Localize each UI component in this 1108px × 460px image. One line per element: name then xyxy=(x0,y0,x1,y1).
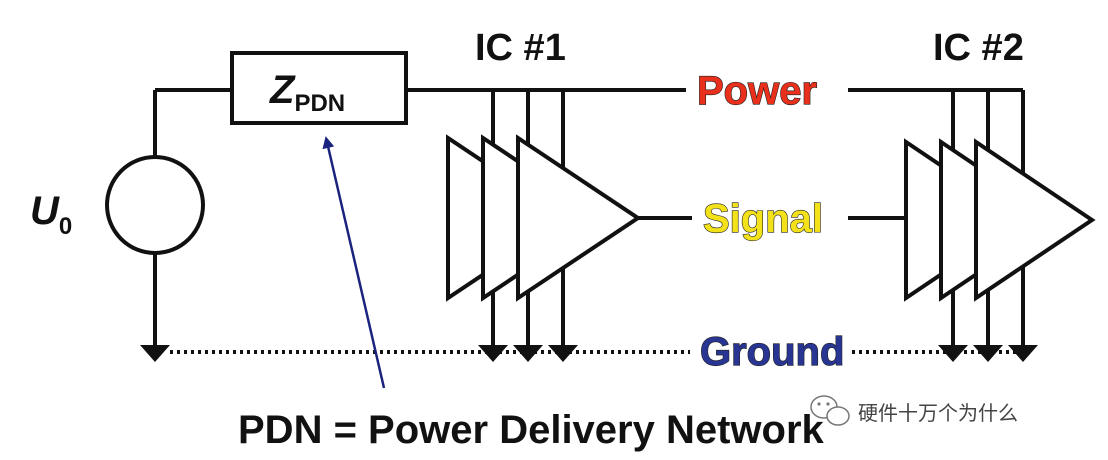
buffer-triangle xyxy=(974,138,1096,302)
ground-symbol xyxy=(938,345,968,362)
impedance-label: ZPDN xyxy=(269,68,345,117)
ground-rail-label: Ground xyxy=(700,330,844,374)
ground-symbol xyxy=(513,345,543,362)
ic2-label: IC #2 xyxy=(933,27,1024,69)
voltage-source-symbol xyxy=(105,155,205,255)
ground-symbol xyxy=(478,345,508,362)
watermark-text: 硬件十万个为什么 xyxy=(858,401,1018,425)
watermark: 硬件十万个为什么 xyxy=(810,395,1018,426)
ic2-buffers xyxy=(904,90,1096,362)
power-rail-label: Power xyxy=(697,69,817,113)
source-label: U0 xyxy=(30,189,72,240)
signal-rail-label: Signal xyxy=(703,197,823,241)
buffer-triangle xyxy=(516,134,642,302)
voltage-source xyxy=(105,88,232,362)
ground-symbol xyxy=(1008,345,1038,362)
ic1-label: IC #1 xyxy=(475,27,566,69)
ic1-buffers xyxy=(446,90,642,362)
wechat-icon xyxy=(810,395,850,426)
impedance-zpdn xyxy=(230,51,408,125)
ground-symbol xyxy=(548,345,578,362)
caption: PDN = Power Delivery Network xyxy=(238,408,825,452)
ground-symbol xyxy=(140,345,170,362)
pdn-pointer-arrow xyxy=(322,136,386,389)
ground-symbol xyxy=(973,345,1003,362)
